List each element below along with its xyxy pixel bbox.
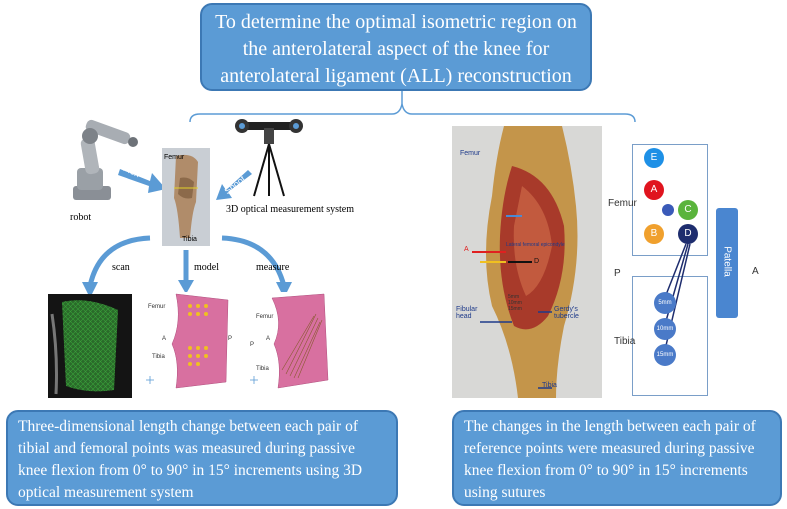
tibia-region-box (632, 276, 708, 396)
robot-label: robot (70, 212, 92, 223)
title-text: To determine the optimal isometric regio… (215, 11, 577, 87)
epicondyle-label: Lateral femoral epicondyle (506, 242, 565, 248)
right-caption-box: The changes in the length between each p… (452, 410, 782, 506)
scan-image (48, 294, 132, 398)
optical-system-illustration (235, 119, 303, 197)
cadaver-5mm-label: 5mm (508, 294, 520, 300)
left-caption-box: Three-dimensional length change between … (6, 410, 398, 506)
diagram-a-label: A (752, 266, 759, 277)
diagram-tibia-label: Tibia (614, 336, 636, 347)
diagram-p-label: P (614, 268, 621, 279)
robot-illustration (73, 119, 138, 200)
right-caption-text: The changes in the length between each p… (464, 418, 756, 501)
patella-bar: Patella (716, 208, 738, 318)
optical-label: 3D optical measurement system (226, 204, 355, 215)
gerdys-tubercle-label: Gerdy's tubercle (554, 306, 579, 320)
femoral-point-c: C (678, 200, 698, 220)
knee-specimen-photo: Femur Tibia (162, 148, 210, 246)
femur-region-box (632, 144, 708, 256)
measure-p-label: P (250, 342, 255, 348)
model-label: model (194, 262, 219, 273)
cadaver-10mm-label: 10mm (508, 300, 522, 306)
cadaver-photo: Femur Lateral femoral epicondyle A D Fib… (452, 126, 602, 398)
model-image: Femur A P Tibia (146, 292, 233, 392)
femoral-point-e: E (644, 148, 664, 168)
tibial-point-10mm: 10mm (654, 318, 676, 340)
model-p-label: P (228, 336, 233, 342)
fibular-head-label: Fibular head (456, 306, 478, 320)
cadaver-femur-label: Femur (460, 150, 481, 157)
scan-label: scan (112, 262, 130, 273)
left-caption-text: Three-dimensional length change between … (18, 418, 363, 501)
cadaver-d-label: D (534, 258, 540, 265)
measure-a-label: A (266, 336, 271, 342)
measure-femur-label: Femur (256, 314, 274, 320)
measure-label: measure (256, 262, 290, 273)
femoral-point-d: D (678, 224, 698, 244)
model-tibia-label: Tibia (152, 354, 165, 360)
model-femur-label: Femur (148, 304, 166, 310)
femoral-point-a: A (644, 180, 664, 200)
tibial-point-5mm: 5mm (654, 292, 676, 314)
cadaver-tibia-label: Tibia (542, 382, 557, 389)
measure-tibia-label: Tibia (256, 366, 269, 372)
title-box: To determine the optimal isometric regio… (200, 3, 592, 91)
tibial-point-15mm: 15mm (654, 344, 676, 366)
femoral-point-center (662, 204, 674, 216)
cadaver-15mm-label: 15mm (508, 306, 522, 312)
flex-arrow (118, 169, 166, 193)
photo-femur-label: Femur (164, 154, 185, 161)
patella-label: Patella (721, 246, 733, 277)
photo-tibia-label: Tibia (182, 236, 197, 243)
measure-image: Femur A P Tibia (246, 292, 330, 392)
cadaver-a-label: A (464, 246, 469, 253)
diagram-femur-label: Femur (608, 198, 637, 209)
shoot-arrow (216, 170, 252, 200)
femoral-point-b: B (644, 224, 664, 244)
model-a-label: A (162, 336, 167, 342)
